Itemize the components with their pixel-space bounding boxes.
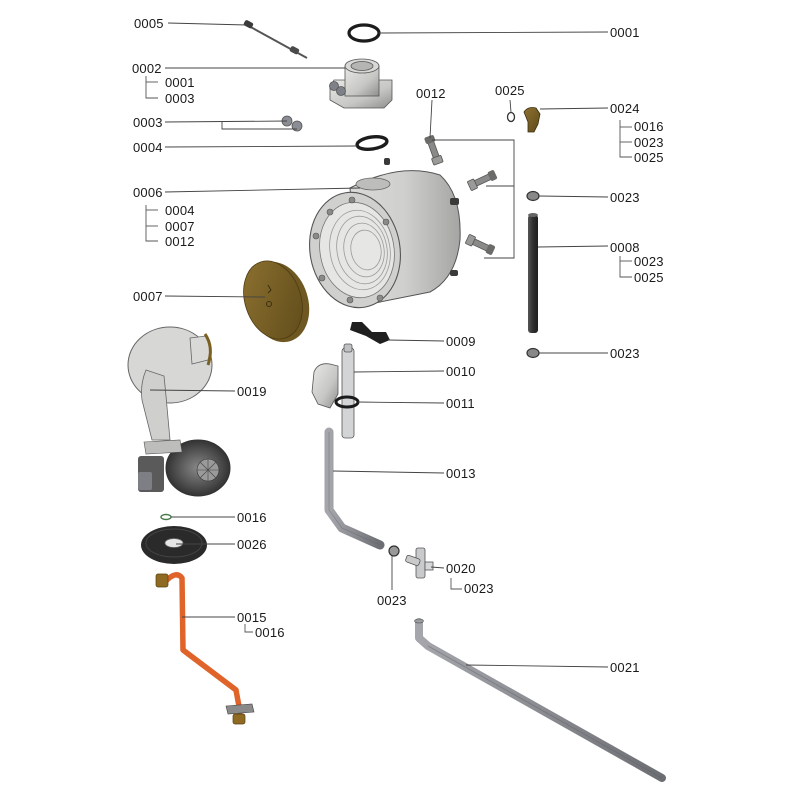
callout-label-0025[interactable]: 0025 xyxy=(495,83,525,98)
callout-label-0003[interactable]: 0003 xyxy=(133,115,163,130)
callout-label-0002[interactable]: 0002 xyxy=(132,61,162,76)
callout-sublabel-0023[interactable]: 0023 xyxy=(634,254,664,269)
callout-label-0013[interactable]: 0013 xyxy=(446,466,476,481)
callout-label-0026[interactable]: 0026 xyxy=(237,537,267,552)
callout-sublabel-0023[interactable]: 0023 xyxy=(634,135,664,150)
callout-label-0016[interactable]: 0016 xyxy=(237,510,267,525)
callout-label-0007[interactable]: 0007 xyxy=(133,289,163,304)
callout-sublabel-0001[interactable]: 0001 xyxy=(165,75,195,90)
callout-label-0005[interactable]: 0005 xyxy=(134,16,164,31)
part-0006-heat-exchanger[interactable] xyxy=(301,158,461,315)
callout-label-0023[interactable]: 0023 xyxy=(610,190,640,205)
part-0005-sensor-probe[interactable] xyxy=(243,19,308,59)
callout-label-0023[interactable]: 0023 xyxy=(377,593,407,608)
callout-sublabel-0016[interactable]: 0016 xyxy=(634,119,664,134)
part-0007-insulation-disc[interactable] xyxy=(234,253,319,350)
callout-label-0011[interactable]: 0011 xyxy=(446,396,475,411)
callout-label-0020[interactable]: 0020 xyxy=(446,561,476,576)
part-0024-elbow[interactable] xyxy=(523,107,541,133)
part-0009-bracket[interactable] xyxy=(350,322,390,344)
part-0008-pipe[interactable] xyxy=(528,213,538,333)
callout-label-0024[interactable]: 0024 xyxy=(610,101,640,116)
part-0010-condensate-trap[interactable] xyxy=(311,343,355,439)
callout-sublabel-0023[interactable]: 0023 xyxy=(464,581,494,596)
callout-sublabel-0025[interactable]: 0025 xyxy=(634,150,664,165)
part-0023-clip[interactable] xyxy=(388,545,400,557)
part-0016-oring[interactable] xyxy=(160,513,172,521)
callout-label-0001[interactable]: 0001 xyxy=(610,25,640,40)
callout-labels: 0005 0001 0002 0001 0003 0003 0004 0012 … xyxy=(132,16,664,675)
sub-part-brackets xyxy=(145,76,632,633)
callout-sublabel-0004[interactable]: 0004 xyxy=(165,203,195,218)
part-0021-drain-pipe[interactable] xyxy=(414,618,666,782)
leader-lines xyxy=(149,22,609,668)
callout-sublabel-0003[interactable]: 0003 xyxy=(165,91,195,106)
callout-sublabel-0007[interactable]: 0007 xyxy=(165,219,195,234)
callout-label-0008[interactable]: 0008 xyxy=(610,240,640,255)
part-0004-gasket[interactable] xyxy=(355,135,389,151)
callout-label-0021[interactable]: 0021 xyxy=(610,660,640,675)
part-0013-condensate-hose[interactable] xyxy=(324,427,385,550)
callout-sublabel-0016[interactable]: 0016 xyxy=(255,625,285,640)
part-0023-clip[interactable] xyxy=(526,347,540,359)
part-0026-gasket-disc[interactable] xyxy=(141,526,207,564)
part-0019-fan-assembly[interactable] xyxy=(127,326,231,497)
part-0015-gas-pipe[interactable] xyxy=(155,572,255,725)
callout-label-0009[interactable]: 0009 xyxy=(446,334,476,349)
part-0001-oring[interactable] xyxy=(347,23,381,43)
part-0012-sensors[interactable] xyxy=(424,135,498,256)
part-0002-flue-adaptor[interactable] xyxy=(329,58,393,109)
callout-label-0015[interactable]: 0015 xyxy=(237,610,267,625)
callout-label-0010[interactable]: 0010 xyxy=(446,364,476,379)
callout-sublabel-0012[interactable]: 0012 xyxy=(165,234,195,249)
part-0025-oring[interactable] xyxy=(506,111,516,123)
callout-label-0023[interactable]: 0023 xyxy=(610,346,640,361)
part-0020-t-connector[interactable] xyxy=(405,547,434,579)
callout-label-0019[interactable]: 0019 xyxy=(237,384,267,399)
part-0023-clip[interactable] xyxy=(526,190,540,202)
callout-label-0012[interactable]: 0012 xyxy=(416,86,446,101)
callout-label-0004[interactable]: 0004 xyxy=(133,140,163,155)
callout-sublabel-0025[interactable]: 0025 xyxy=(634,270,664,285)
callout-label-0006[interactable]: 0006 xyxy=(133,185,163,200)
